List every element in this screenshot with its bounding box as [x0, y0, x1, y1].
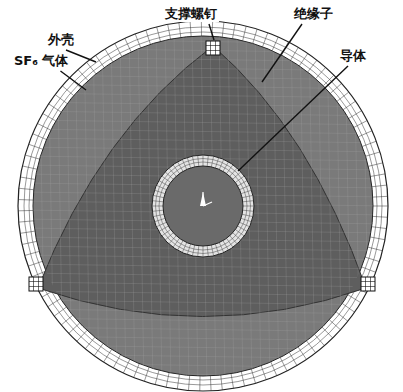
support-bolt: [361, 277, 375, 291]
part-label: 外壳: [46, 32, 76, 48]
support-bolt: [206, 41, 220, 55]
leader-line: [238, 66, 348, 171]
leader-lines: [60, 24, 348, 171]
leader-line: [209, 24, 214, 40]
support-bolt: [29, 277, 43, 291]
axis-marker: [200, 192, 212, 206]
part-label: 绝缘子: [292, 6, 335, 22]
leader-line: [262, 24, 302, 82]
part-label: 支撑螺钉: [163, 6, 219, 22]
shell: [18, 21, 388, 391]
conductor-core: [163, 166, 243, 246]
part-label: 导体: [338, 48, 368, 64]
leader-line: [66, 50, 96, 62]
inner-mesh: [20, 30, 390, 385]
part-label: SF₆ 气体: [12, 53, 70, 69]
shell-mesh: [18, 21, 388, 391]
gas-region: [33, 36, 373, 376]
leader-line: [60, 71, 86, 90]
